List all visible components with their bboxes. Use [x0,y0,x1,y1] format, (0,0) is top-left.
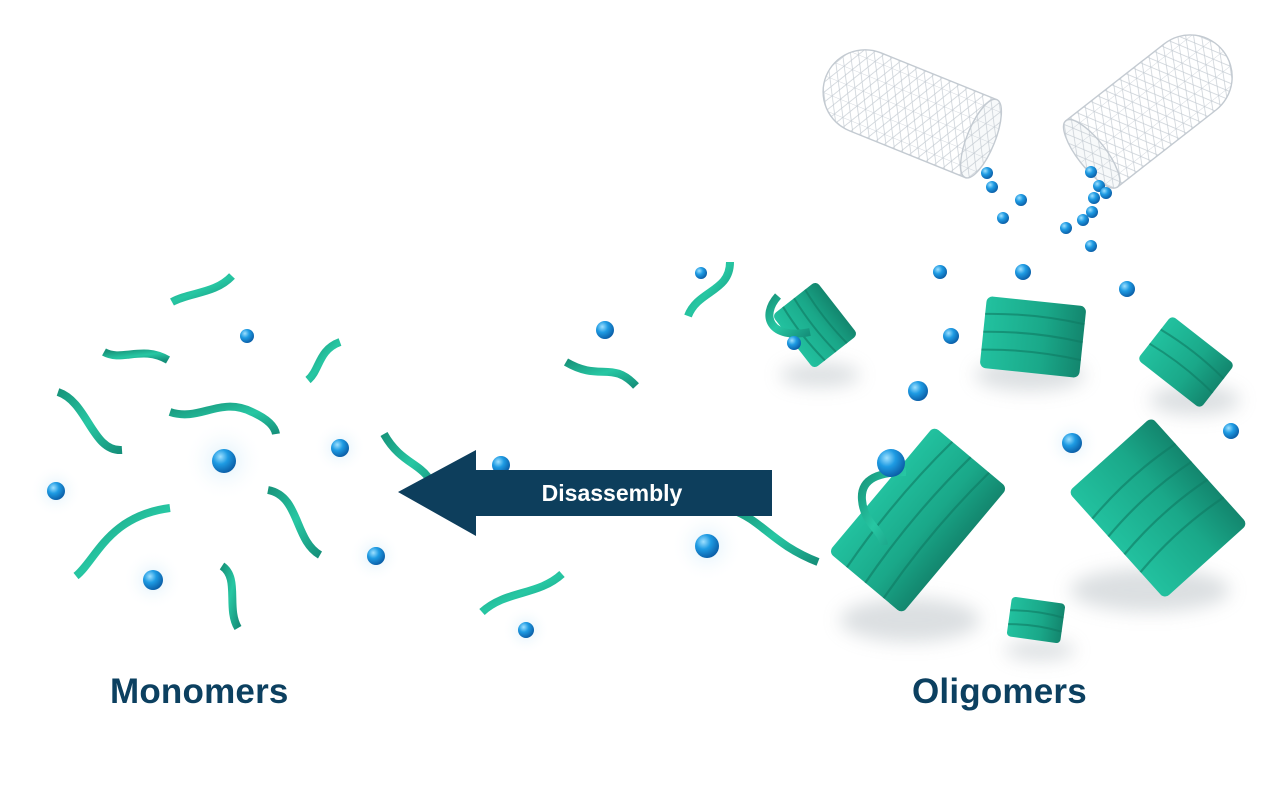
ion-sphere-icon [1088,192,1100,204]
ion-sphere-icon [1062,433,1082,453]
monomer-strand-icon [563,358,639,389]
ion-sphere-icon [1086,206,1098,218]
ion-sphere-icon [1060,222,1072,234]
monomer-strand-icon [684,261,734,318]
ion-sphere-icon [981,167,993,179]
left-arrow-icon: Disassembly [398,450,772,536]
ion-sphere-icon [1077,214,1089,226]
oligomer-sheet-icon [1006,596,1066,644]
ion-sphere-icon [518,622,534,638]
ion-sphere-icon [1085,240,1097,252]
monomer-strand-icon [479,570,565,616]
ion-sphere-icon [943,328,959,344]
monomer-strands [56,261,907,631]
ion-sphere-icon [212,449,236,473]
monomer-strand-icon [730,506,820,566]
ion-sphere-icon [908,381,928,401]
monomer-strand-icon [168,402,280,435]
monomer-strand-icon [73,504,171,580]
monomer-strand-icon [56,388,123,454]
ion-sphere-icon [695,267,707,279]
ion-spheres [47,166,1239,638]
ion-sphere-icon [143,570,163,590]
oligomer-sheet-icon [980,296,1086,378]
ion-sphere-icon [997,212,1009,224]
monomer-strand-icon [305,338,342,384]
oligomer-sheet-icon [830,428,1006,612]
oligomers-label: Oligomers [912,672,1087,711]
arrow-label: Disassembly [542,480,683,506]
monomer-strand-icon [219,562,242,631]
oligomer-sheet-icon [774,282,856,368]
monomer-strand-icon [170,273,235,306]
monomer-strand-icon [102,348,170,364]
monomer-strand-icon [266,486,323,559]
monomers-label: Monomers [110,672,289,711]
ion-sphere-icon [1085,166,1097,178]
monomer-strand-icon [765,293,811,338]
ion-sphere-icon [986,181,998,193]
ion-sphere-icon [1015,194,1027,206]
ion-sphere-icon [596,321,614,339]
ion-sphere-icon [1119,281,1135,297]
ion-sphere-icon [933,265,947,279]
oligomer-sheet-icon [1070,419,1246,597]
ion-sphere-icon [1100,187,1112,199]
ion-sphere-icon [877,449,905,477]
ion-sphere-icon [47,482,65,500]
ion-sphere-icon [331,439,349,457]
ion-sphere-icon [695,534,719,558]
ion-sphere-icon [1223,423,1239,439]
ion-sphere-icon [787,336,801,350]
ion-sphere-icon [1015,264,1031,280]
ion-sphere-icon [240,329,254,343]
oligomer-sheet-icon [1139,317,1233,407]
open-capsule-mesh-icon [822,34,1233,189]
ion-sphere-icon [492,456,510,474]
ion-sphere-icon [367,547,385,565]
